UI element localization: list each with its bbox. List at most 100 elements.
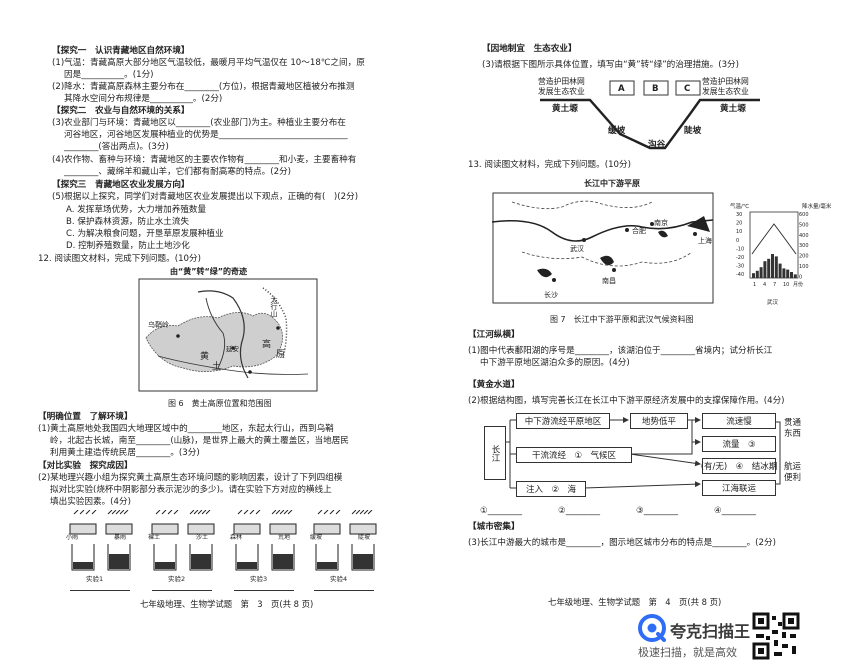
page-footer: 七年级地理、生物学试题 第 3 页(共 8 页) — [140, 599, 314, 609]
page-footer: 七年级地理、生物学试题 第 4 页(共 8 页) — [548, 597, 722, 607]
question-text: ________、藏绵羊和藏山羊，它们都有耐高寒的特点。(2分) — [64, 167, 292, 177]
flow-node: 注入 ② 海 — [516, 481, 586, 497]
experiment-label: 实验3 — [250, 575, 268, 583]
x-tick: 1 — [753, 282, 756, 288]
diagram-label: 沟谷 — [648, 140, 666, 150]
answer-line[interactable] — [70, 590, 130, 591]
y-tick-left: 0 — [736, 238, 739, 244]
loess-plateau-map — [138, 278, 318, 392]
flow-node: 干流流经 ① 气候区 — [516, 447, 632, 463]
brand-slogan: 极速扫描，就是高效 — [638, 646, 737, 659]
map-title: 长江中下游平原 — [584, 179, 640, 188]
precip-bar — [786, 269, 790, 278]
option-c: C. 为解决粮食问题，开垦草原发展种植业 — [66, 229, 224, 239]
diagram-box-c: C — [684, 84, 691, 94]
question-text: (2)某地理兴趣小组为探究黄土高原生态环境问题的影响因素，设计了下列四组模 — [38, 473, 343, 483]
question-text: (3)请根据下图所示具体位置，填写由“黄”转“绿”的治理措施。(3分) — [482, 60, 739, 70]
answer-blank-2[interactable]: ②________ — [558, 506, 601, 516]
experiment-factor-b: 沙土 — [196, 534, 209, 541]
map-title: 由“黄”转“绿”的奇迹 — [170, 267, 248, 276]
y-tick-right: 0 — [799, 274, 802, 280]
question-text: ________(答出两点)。(3分) — [64, 142, 169, 152]
diagram-box-b: B — [652, 84, 659, 94]
beaker-pair — [313, 510, 377, 571]
diagram-label: 陡坡 — [684, 126, 702, 136]
answer-line[interactable] — [234, 590, 294, 591]
question-text: (1)气温：青藏高原大部分地区气温较低，最暖月平均气温仅在 10～18℃之间，原 — [52, 58, 365, 68]
flow-node: 中下游流经平原地区 — [516, 413, 610, 429]
question-text: 13. 阅读图文材料，完成下列问题。(10分) — [468, 160, 631, 170]
experiment-factor-b: 暴雨 — [114, 534, 127, 541]
terrain-diagram — [540, 80, 760, 150]
question-text: (2)根据结构图，填写完善长江在长江中下游平原经济发展中的支撑保障作用。(4分) — [468, 396, 785, 406]
experiment-factor-b: 荒地 — [278, 534, 291, 541]
section-title: 【城市密集】 — [468, 522, 520, 532]
flow-output: 流速慢 — [702, 413, 776, 429]
diagram-label: 发展生态农业 — [702, 87, 749, 96]
y-tick-left: -10 — [736, 246, 744, 252]
experiment-1: 小雨暴雨实验1 — [66, 510, 138, 596]
diagram-box-a: A — [618, 84, 625, 94]
map-label: 高 — [262, 340, 272, 350]
section-title: 【明确位置 了解环境】 — [38, 412, 133, 422]
experiment-factor-a: 裸土 — [148, 534, 161, 541]
section-title: 【黄金水道】 — [468, 380, 520, 390]
map-label: 长沙 — [544, 291, 558, 299]
section-title: 【探究一 认识青藏地区自然环境】 — [52, 46, 190, 56]
map-label: 南昌 — [602, 277, 616, 285]
x-tick: 4 — [763, 282, 766, 288]
map-label: 太行山 — [270, 296, 278, 317]
flow-result: 贯通东西 — [784, 418, 802, 439]
diagram-label: 黄土塬 — [720, 104, 746, 114]
question-text: 因是__________。(1分) — [64, 70, 154, 80]
section-title: 【对比实验 探究成因】 — [38, 461, 133, 471]
diagram-label: 黄土塬 — [552, 104, 578, 114]
x-tick: 月份 — [793, 281, 803, 288]
figure-caption: 图 6 黄土高原位置和范围图 — [168, 399, 272, 408]
precip-bar — [759, 267, 763, 278]
experiment-label: 实验1 — [86, 575, 104, 583]
precip-bar — [755, 270, 759, 278]
y-tick-right: 500 — [799, 222, 809, 228]
question-text: 岭，北起古长城，南至________(山脉)，是世界上最大的黄土覆盖区，当地居民 — [50, 436, 349, 446]
diagram-label: 缓坡 — [608, 126, 626, 136]
precip-bar — [793, 274, 797, 278]
y-tick-left: -30 — [736, 264, 744, 270]
flow-node: 地势低平 — [630, 413, 688, 429]
answer-line[interactable] — [314, 590, 374, 591]
section-title: 【江河纵横】 — [468, 330, 520, 340]
y-tick-right: 100 — [799, 264, 809, 270]
y-tick-left: 30 — [736, 212, 742, 218]
question-text: (1)黄土高原地处我国四大地理区域中的________地区，东起太行山，西到乌鞘 — [38, 424, 334, 434]
experiment-factor-a: 缓坡 — [310, 534, 323, 541]
map-label: 延安 — [226, 345, 239, 353]
experiment-factor-b: 陡坡 — [358, 534, 371, 541]
question-text: (3)长江中游最大的城市是________，图示地区城市分布的特点是______… — [468, 538, 776, 548]
axis-label: 降水量/毫米 — [802, 204, 832, 210]
answer-blank-3[interactable]: ③________ — [636, 506, 679, 516]
precip-bar — [771, 254, 774, 278]
flow-output: 江海联运 — [702, 480, 776, 496]
question-text: 其降水空间分布规律是__________。(2分) — [64, 94, 223, 104]
experiment-label: 实验2 — [168, 575, 186, 583]
axis-label: 气温/℃ — [730, 204, 750, 210]
answer-line[interactable] — [152, 590, 212, 591]
map-label: 土 — [212, 362, 222, 372]
option-d: D. 控制养殖数量，防止土地沙化 — [66, 241, 190, 251]
yangtze-map — [492, 192, 714, 304]
section-title: 【探究二 农业与自然环境的关系】 — [52, 106, 190, 116]
y-tick-right: 600 — [799, 212, 809, 218]
answer-blank-4[interactable]: ④________ — [714, 506, 757, 516]
page-4: 【因地制宜 生态农业】 (3)请根据下图所示具体位置，填写由“黄”转“绿”的治理… — [440, 0, 860, 610]
answer-blank-1[interactable]: ①________ — [480, 506, 523, 516]
precip-bar — [774, 256, 778, 278]
qr-code-icon[interactable] — [752, 612, 800, 660]
figure-caption: 图 7 长江中下游平原和武汉气候资料图 — [550, 315, 694, 324]
quark-logo-icon — [638, 614, 666, 642]
experiment-2: 裸土 沙土实验2 — [148, 510, 220, 596]
flow-arrows — [504, 417, 781, 489]
question-text: (5)根据以上探究，同学们对青藏地区农业发展提出以下观点，正确的有( )(2分) — [52, 192, 359, 202]
precip-bar — [763, 261, 767, 278]
precip-bar — [790, 272, 793, 278]
precip-bar — [752, 273, 755, 278]
